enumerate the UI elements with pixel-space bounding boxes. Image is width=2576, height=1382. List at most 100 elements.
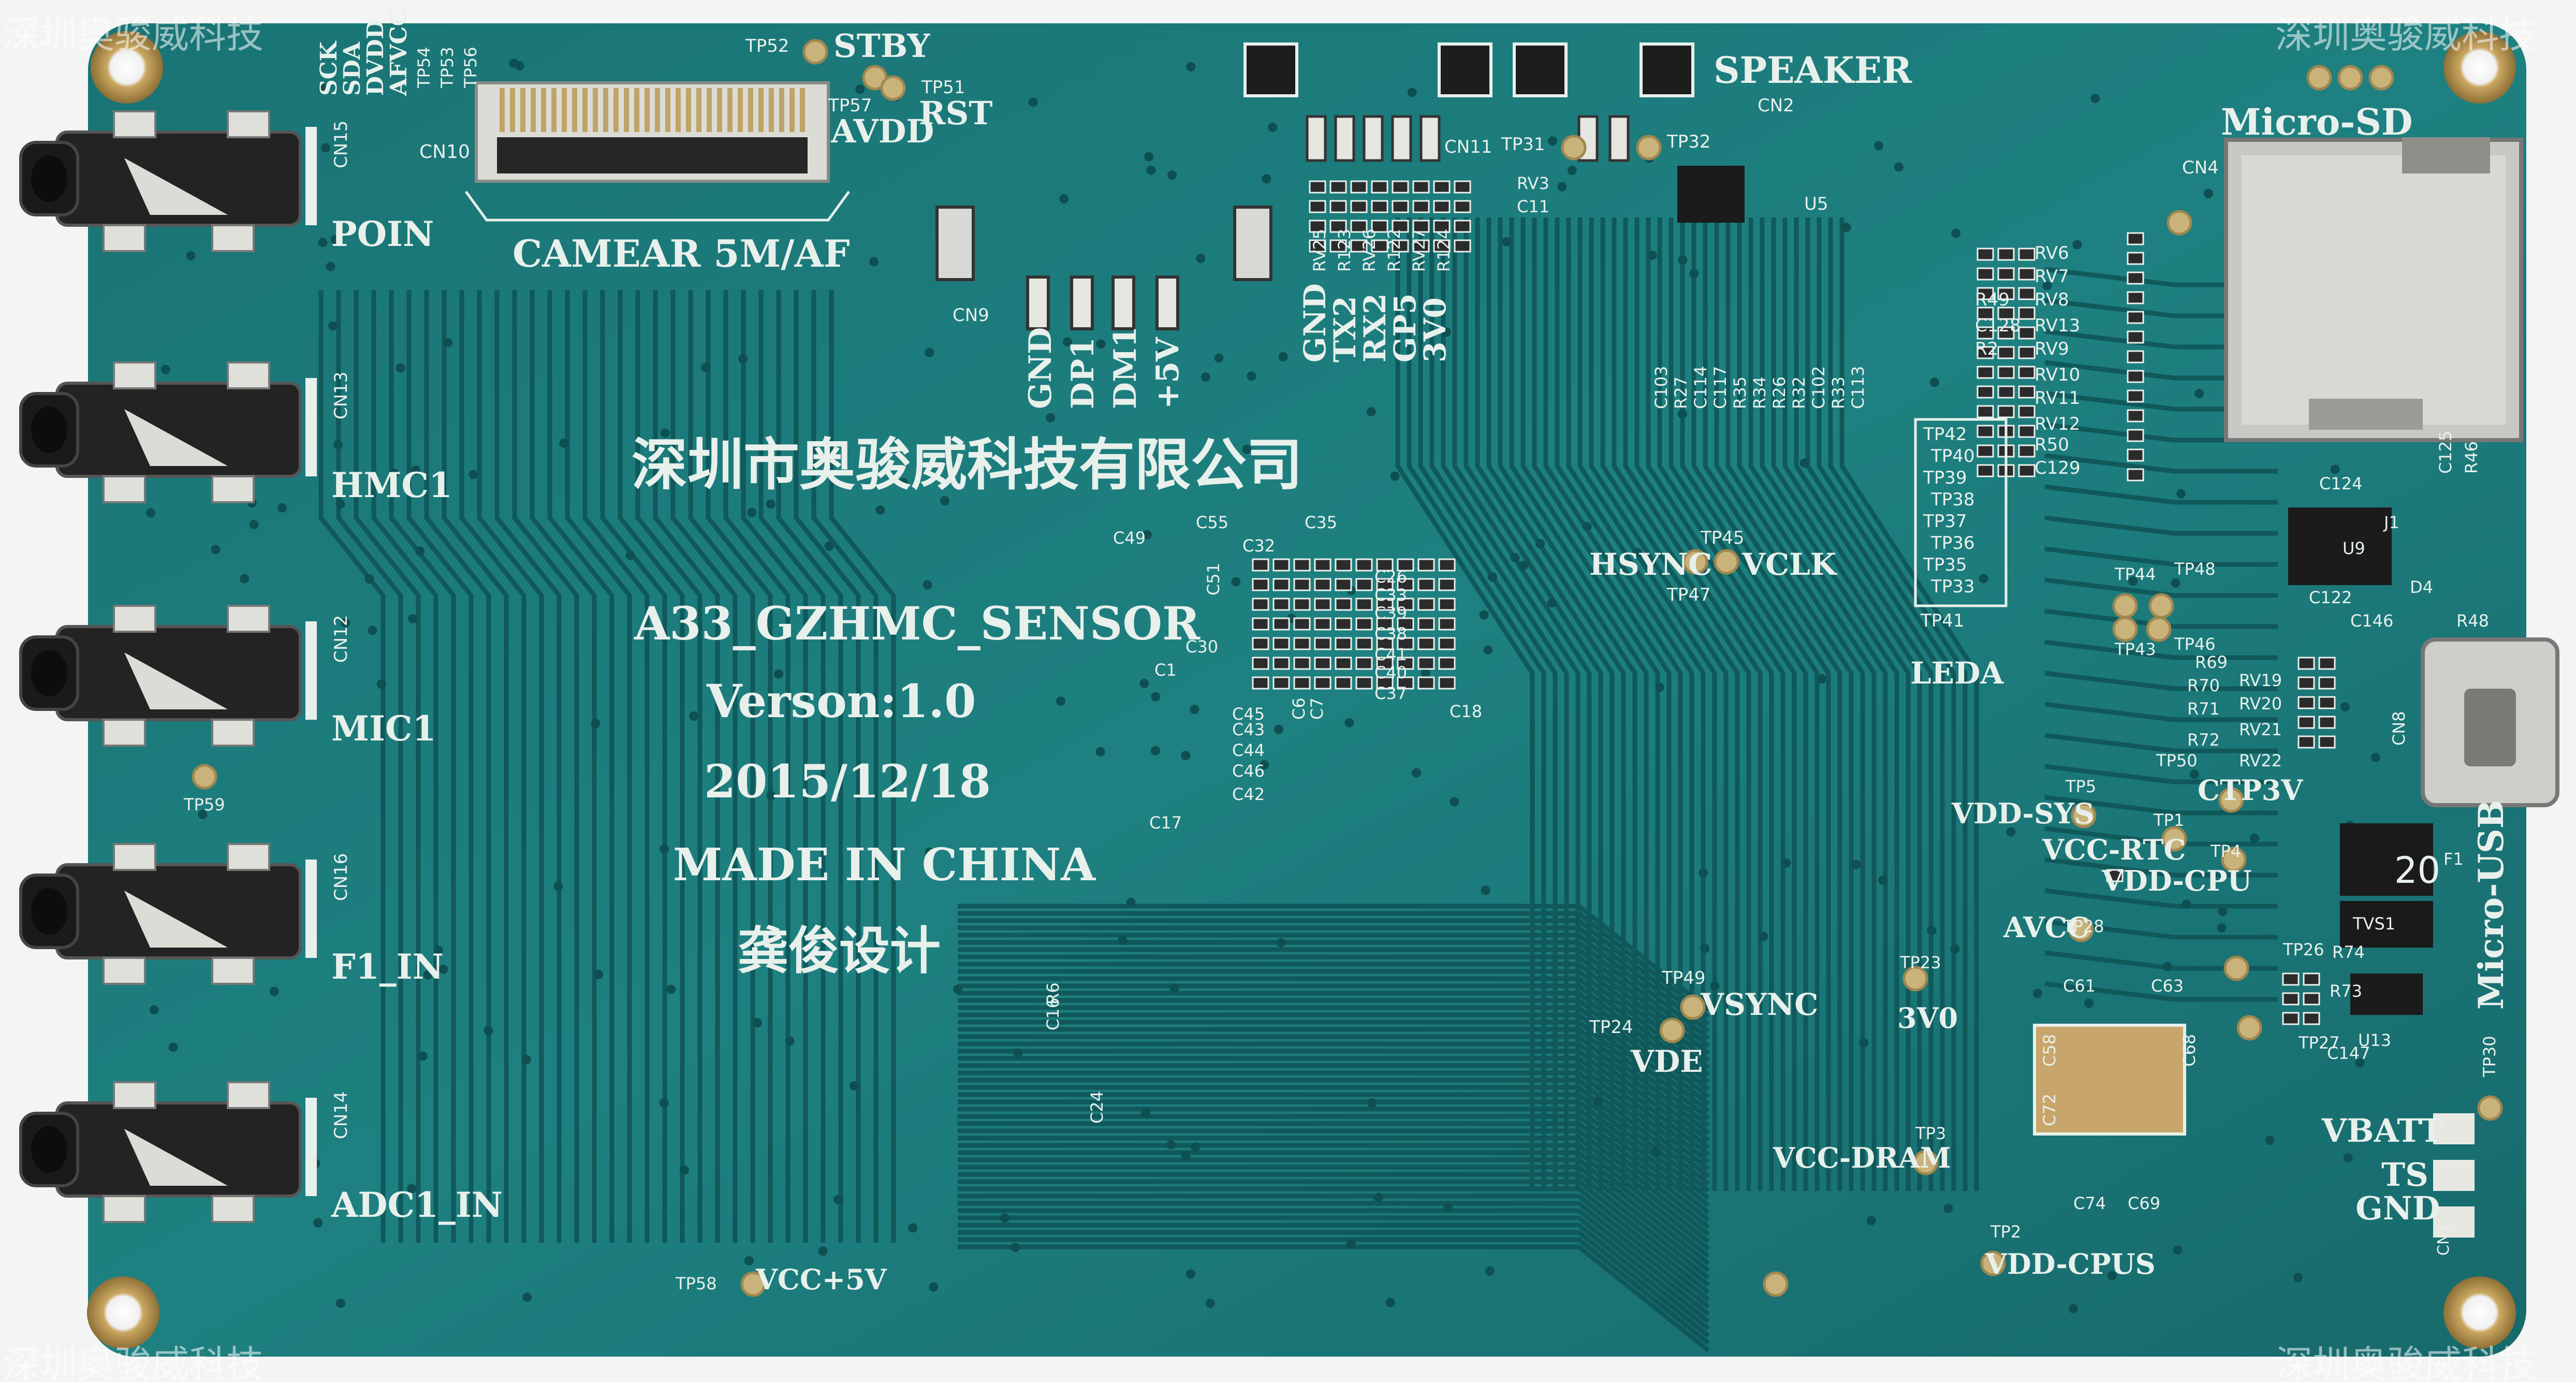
via: [850, 1081, 859, 1090]
trace: [2044, 733, 2278, 753]
usb-header-ref: CN9: [953, 305, 989, 326]
trace: [512, 290, 579, 1243]
smd-part: [2127, 350, 2144, 363]
trace: [1566, 217, 1706, 1191]
trace: [1577, 217, 1717, 1191]
right-part-label: C122: [2309, 588, 2352, 607]
power-rail-tp: TP50: [2156, 751, 2198, 770]
via: [1799, 458, 1809, 468]
smd-part: [1977, 385, 1994, 399]
smd-part: [1350, 200, 1368, 213]
via: [1262, 174, 1271, 184]
lcd-tp47: TP47: [1666, 585, 1711, 605]
right-part-label: D4: [2410, 577, 2433, 597]
via: [660, 844, 669, 854]
smd-part: [1314, 578, 1331, 591]
smd-part: [1438, 637, 1456, 650]
via: [1874, 141, 1884, 151]
lcd-tp24: TP24: [1589, 1017, 1633, 1038]
jack-ref: CN12: [331, 615, 352, 663]
sd-testpoint-label: TP39: [1923, 468, 1967, 488]
audio-jack: [19, 1081, 317, 1223]
pmic-part-label: C68: [2179, 1034, 2199, 1067]
via: [1169, 983, 1179, 993]
power-rail-label: VDD-CPUS: [1985, 1247, 2156, 1281]
via: [940, 496, 950, 506]
via: [666, 984, 676, 994]
smd-part: [2318, 676, 2336, 690]
via: [1167, 170, 1177, 180]
power-rail-label: VDD-CPU: [2101, 864, 2252, 897]
smd-part: [1997, 385, 2015, 399]
test-point-pad: [1682, 549, 1708, 575]
via: [1859, 1038, 1869, 1048]
via: [211, 545, 221, 555]
via: [1502, 237, 1512, 246]
trace: [2044, 888, 2278, 909]
test-point-pad: [802, 39, 828, 65]
via: [2265, 1136, 2275, 1145]
smd-part: [1309, 220, 1326, 233]
via: [320, 143, 330, 153]
fpc-pin: [634, 88, 639, 132]
made-in-label: MADE IN CHINA: [673, 839, 1096, 891]
via: [1699, 868, 1708, 878]
smd-part: [2018, 405, 2036, 418]
via: [553, 881, 563, 891]
speaker-label: SPEAKER: [1714, 49, 1912, 92]
smd-part: [1433, 239, 1451, 253]
cpu-cap-label: C24: [1087, 1091, 1107, 1124]
lcd-tp41: TP41: [1920, 610, 1965, 631]
via: [2194, 389, 2204, 399]
smd-part: [1371, 180, 1388, 194]
via: [1046, 413, 1056, 423]
smd-part: [2127, 252, 2144, 265]
trace: [1509, 217, 1649, 1191]
camera-tp57: TP57: [828, 95, 872, 116]
speaker-tp31: TP31: [1501, 134, 1545, 155]
fpc-pin: [800, 88, 805, 132]
pmic-part-label: C69: [2128, 1194, 2160, 1213]
via: [2128, 576, 2138, 586]
trace: [1817, 217, 1956, 1191]
jack-ref: CN13: [331, 372, 352, 419]
power-rail-labels: VDD-SYSTP5VCC-RTCTP1VDD-CPUTP4AVCCTP283V…: [675, 751, 2303, 1296]
jack-label: HMC1: [331, 465, 452, 505]
cpu-cap-label: C42: [1232, 784, 1265, 804]
audio-jack: [19, 110, 317, 252]
camera-label: CAMEAR 5M/AF: [513, 231, 850, 275]
cpu-cap-label: C32: [1242, 536, 1275, 556]
via: [330, 235, 340, 244]
trace: [547, 290, 614, 1243]
trace: [1703, 217, 1842, 1191]
via: [1950, 944, 1960, 954]
via: [1344, 718, 1354, 728]
via: [1421, 668, 1430, 678]
via: [1841, 223, 1851, 232]
via: [2176, 489, 2186, 499]
via: [1894, 162, 1904, 172]
smd-part: [1438, 676, 1456, 690]
via: [2084, 998, 2094, 1008]
power-rail-tp: TP3: [1915, 1124, 1946, 1143]
lcd-leda: LEDA: [1910, 656, 2004, 691]
trace: [958, 1208, 1710, 1316]
via: [659, 1098, 669, 1108]
via: [1483, 645, 1493, 655]
power-rail-label: 3V0: [1897, 1001, 1958, 1035]
right-part-label: F1: [2443, 849, 2464, 869]
via: [1700, 943, 1710, 953]
right-part-label: C125: [2436, 431, 2455, 474]
camera-connector: [464, 81, 851, 222]
via: [2203, 188, 2213, 198]
board-name: A33_GZHMC_SENSOR: [634, 597, 1201, 650]
smd-part: [2282, 972, 2300, 986]
smd-part: [1252, 637, 1269, 650]
trace: [1828, 217, 1968, 1191]
power-rail-tp: TP23: [1899, 953, 1941, 972]
uart-pin-label: 3V0: [1417, 297, 1453, 362]
via: [2069, 1304, 2079, 1314]
trace: [653, 290, 720, 1243]
